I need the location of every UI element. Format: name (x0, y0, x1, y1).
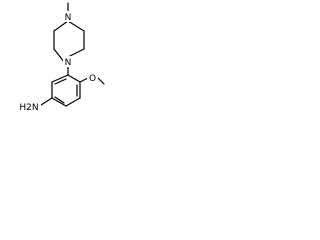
atom-label-o-methoxy: O (89, 74, 96, 84)
bond-o-methyl (97, 77, 105, 85)
bond-pip-1 (67, 20, 85, 32)
atom-label-n-aryl: N (65, 58, 72, 68)
bond-aryl-o (79, 77, 89, 83)
bond-ring-1 (67, 74, 81, 83)
atom-label-n-methyl: N (65, 13, 72, 23)
bond-ring-6 (51, 74, 69, 83)
bond-pip-3 (67, 48, 85, 58)
bond-aryl-amine (40, 97, 53, 106)
chemical-structure-diagram: N N O H2N (17, 2, 105, 113)
bond-ring-double-3 (54, 78, 67, 85)
bond-ring-4 (51, 97, 67, 107)
atom-label-amine: H2N (19, 103, 38, 113)
bond-pip-6 (53, 20, 69, 32)
bond-ring-double-2 (54, 96, 65, 104)
bond-ring-3 (65, 97, 81, 107)
